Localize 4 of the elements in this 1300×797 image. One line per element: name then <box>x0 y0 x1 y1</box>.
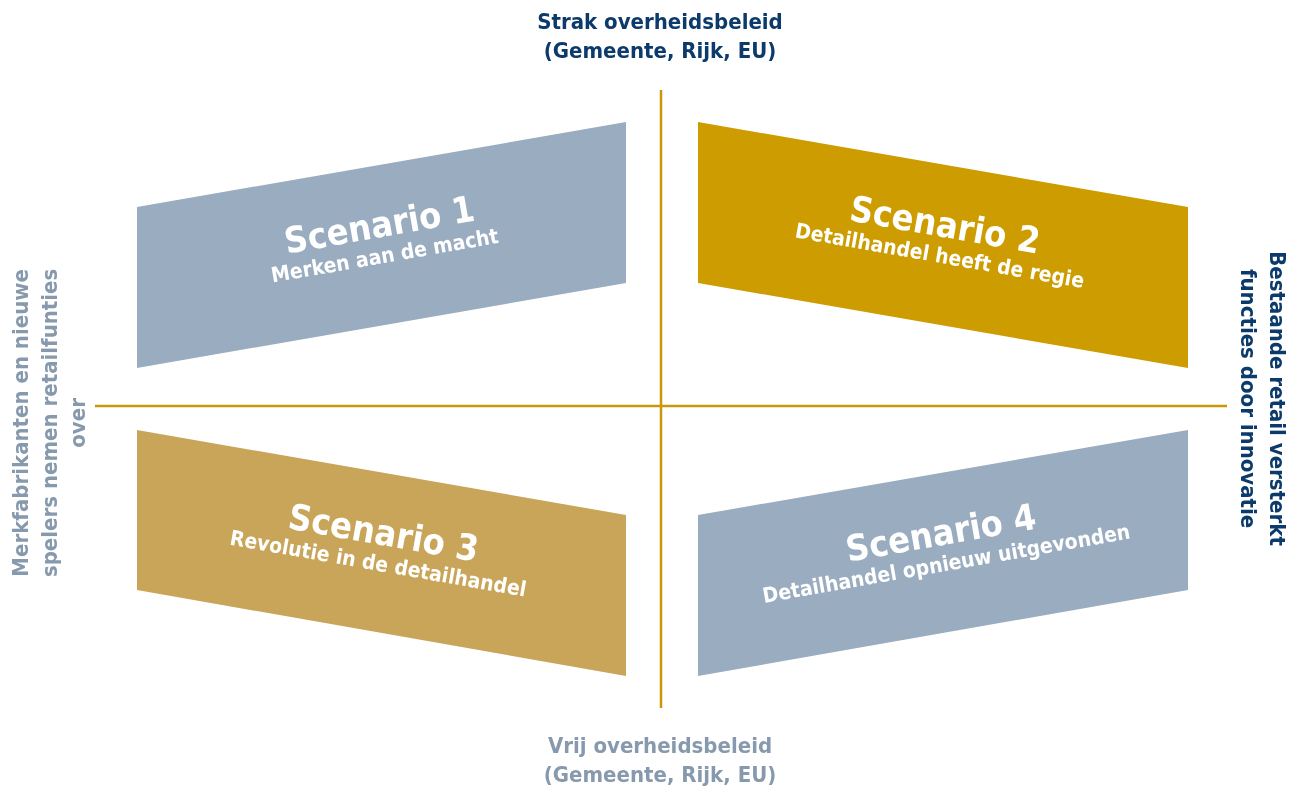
axis-label: Merkfabrikanten en nieuwe spelers nemen retailfunties over <box>7 267 92 580</box>
axis-label: Bestaande retail versterkt functies door innovatie <box>1235 250 1291 548</box>
axis-label: Strak overheidsbeleid (Gemeente, Rijk, EU) <box>536 8 784 65</box>
axis-label: Vrij overheidsbeleid (Gemeente, Rijk, EU) <box>542 732 778 789</box>
